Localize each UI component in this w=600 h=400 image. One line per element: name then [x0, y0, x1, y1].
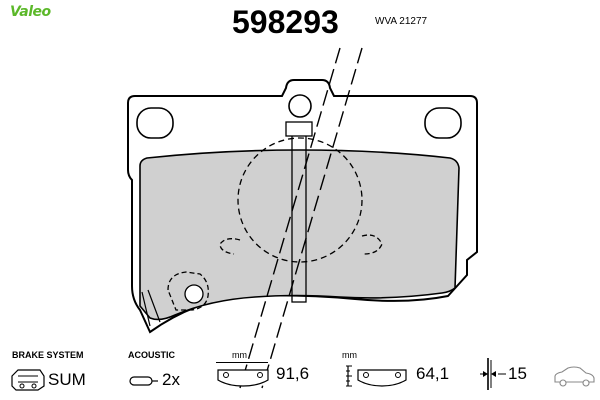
width-unit: mm [232, 350, 247, 360]
width-dimension-line [216, 362, 268, 363]
brake-system-label: BRAKE SYSTEM [12, 350, 84, 360]
slot-clip [285, 121, 313, 137]
height-unit: mm [342, 350, 357, 360]
wear-sensor-outline [167, 271, 209, 311]
mounting-hole-right [424, 107, 462, 139]
piston-outline [237, 137, 363, 263]
caliper-icon [11, 369, 45, 391]
thickness-value: 15 [508, 364, 527, 383]
wva-number: 21277 [399, 16, 428, 27]
wva-label: WVA [375, 16, 397, 27]
piston-clip-left [219, 238, 241, 255]
chamfer-lines [141, 289, 161, 327]
brake-system-value: SUM [48, 370, 86, 389]
acoustic-value: 2x [162, 370, 180, 389]
pad-height-icon [346, 365, 407, 387]
friction-material [139, 149, 460, 321]
wear-sensor-icon [129, 376, 158, 386]
car-icon [554, 366, 595, 387]
width-value: 91,6 [276, 364, 310, 383]
mounting-hole-top [288, 94, 312, 118]
center-line-a [239, 47, 341, 389]
thickness-icon [480, 358, 506, 390]
center-line-b [261, 47, 363, 389]
part-number: 598293 [232, 4, 339, 40]
brand-logo: Valeo [10, 4, 51, 20]
pad-width-icon [217, 369, 269, 387]
height-value: 64,1 [416, 364, 450, 383]
mounting-hole-left [136, 107, 174, 139]
acoustic-label: ACOUSTIC [128, 350, 175, 360]
wear-sensor-hole [184, 284, 204, 304]
wva-reference: WVA 21277 [375, 16, 427, 27]
